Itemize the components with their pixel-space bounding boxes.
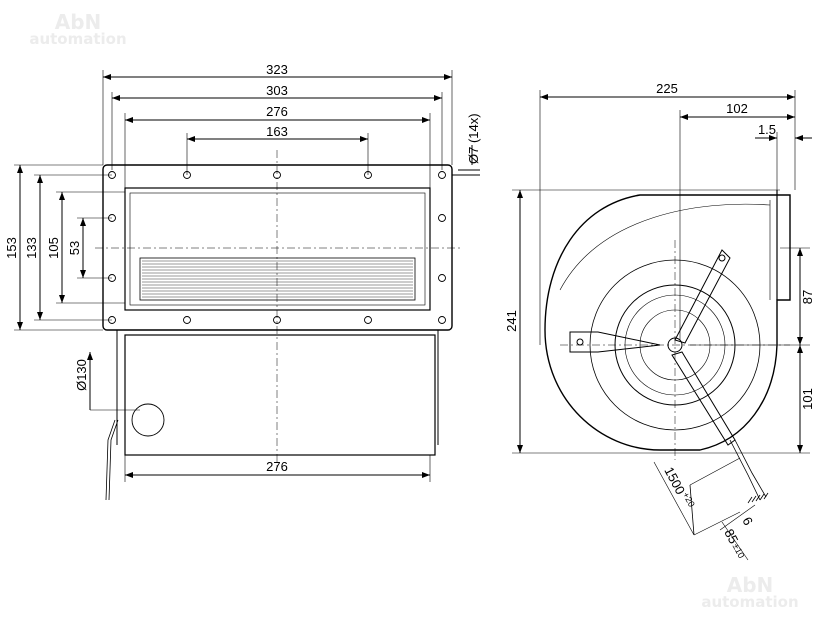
watermark-top-left: AbN automation [18, 12, 138, 47]
side-view [512, 90, 812, 561]
dim-depth-overall: 225 [656, 81, 678, 96]
dimension-labels: 323 303 276 163 Ø7 (14x) 153 133 105 53 … [4, 62, 815, 560]
dim-height-opening: 105 [46, 237, 61, 259]
dim-height-inner-holes: 53 [67, 241, 82, 255]
dim-sheath-strip-tol: ±10 [731, 542, 747, 560]
dim-height-holes: 133 [24, 237, 39, 259]
dim-strip-length: 6 [739, 514, 756, 527]
watermark-sub: automation [29, 30, 127, 48]
dim-cable-length: 1500 [661, 464, 688, 497]
watermark-sub: automation [701, 593, 799, 611]
dim-width-holes: 303 [266, 83, 288, 98]
dim-width-inner-holes: 163 [266, 124, 288, 139]
front-view [14, 70, 480, 501]
dim-cable-length-tol: +20 [681, 490, 697, 508]
dim-height-overall-side: 241 [504, 310, 519, 332]
dim-outlet-to-axis: 87 [800, 290, 815, 304]
watermark-brand: AbN [54, 10, 102, 34]
dim-hole-spec: Ø7 (14x) [466, 113, 481, 164]
watermark-brand: AbN [726, 573, 774, 597]
dim-depth-to-axis: 102 [726, 101, 748, 116]
dim-housing-width: 276 [266, 459, 288, 474]
dim-sheath-strip: 85 [721, 526, 741, 546]
dim-wheel-diameter: Ø130 [74, 359, 89, 391]
watermark-bottom-right: AbN automation [690, 575, 810, 610]
dim-axis-to-base: 101 [800, 388, 815, 410]
dim-flange-thickness: 1.5 [758, 122, 776, 137]
dim-height-overall: 153 [4, 237, 19, 259]
dim-width-opening: 276 [266, 104, 288, 119]
dim-width-overall: 323 [266, 62, 288, 77]
